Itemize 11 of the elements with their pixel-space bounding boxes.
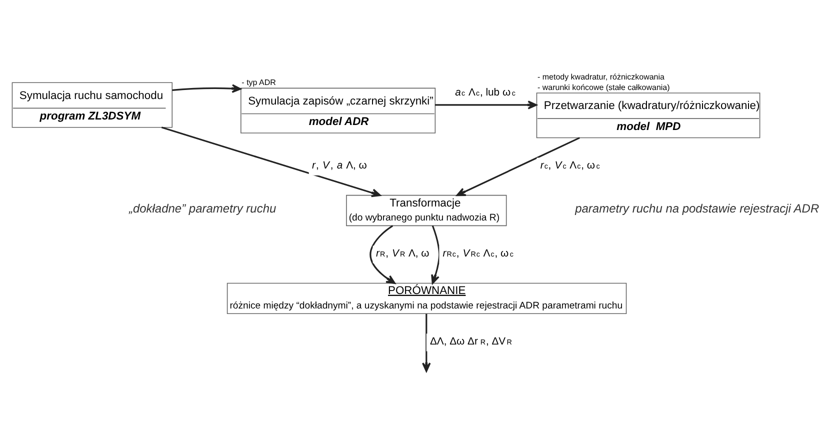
- node-label: - typ ADR: [242, 78, 276, 87]
- label: „dokładne” parametry ruchu: [128, 202, 276, 216]
- edge-label: rRc, VRc Λc, ωc: [442, 248, 514, 260]
- edge-label: rR, VR Λ, ω: [376, 248, 430, 260]
- edge-label: ΔΛ, Δω ΔrR, ΔVR: [430, 336, 512, 348]
- node-label: - metody kwadratur, różniczkowania: [538, 72, 664, 82]
- node-label: - warunki końcowe (stałe całkowania): [538, 82, 670, 92]
- edge-label: r, V, a Λ, ω: [312, 160, 367, 172]
- label: parametry ruchu na podstawie rejestracji ADR: [575, 202, 820, 216]
- edge-label: rc, Vc Λc, ωc: [540, 160, 600, 172]
- edge-label: ac Λc, lub ωc: [455, 88, 516, 99]
